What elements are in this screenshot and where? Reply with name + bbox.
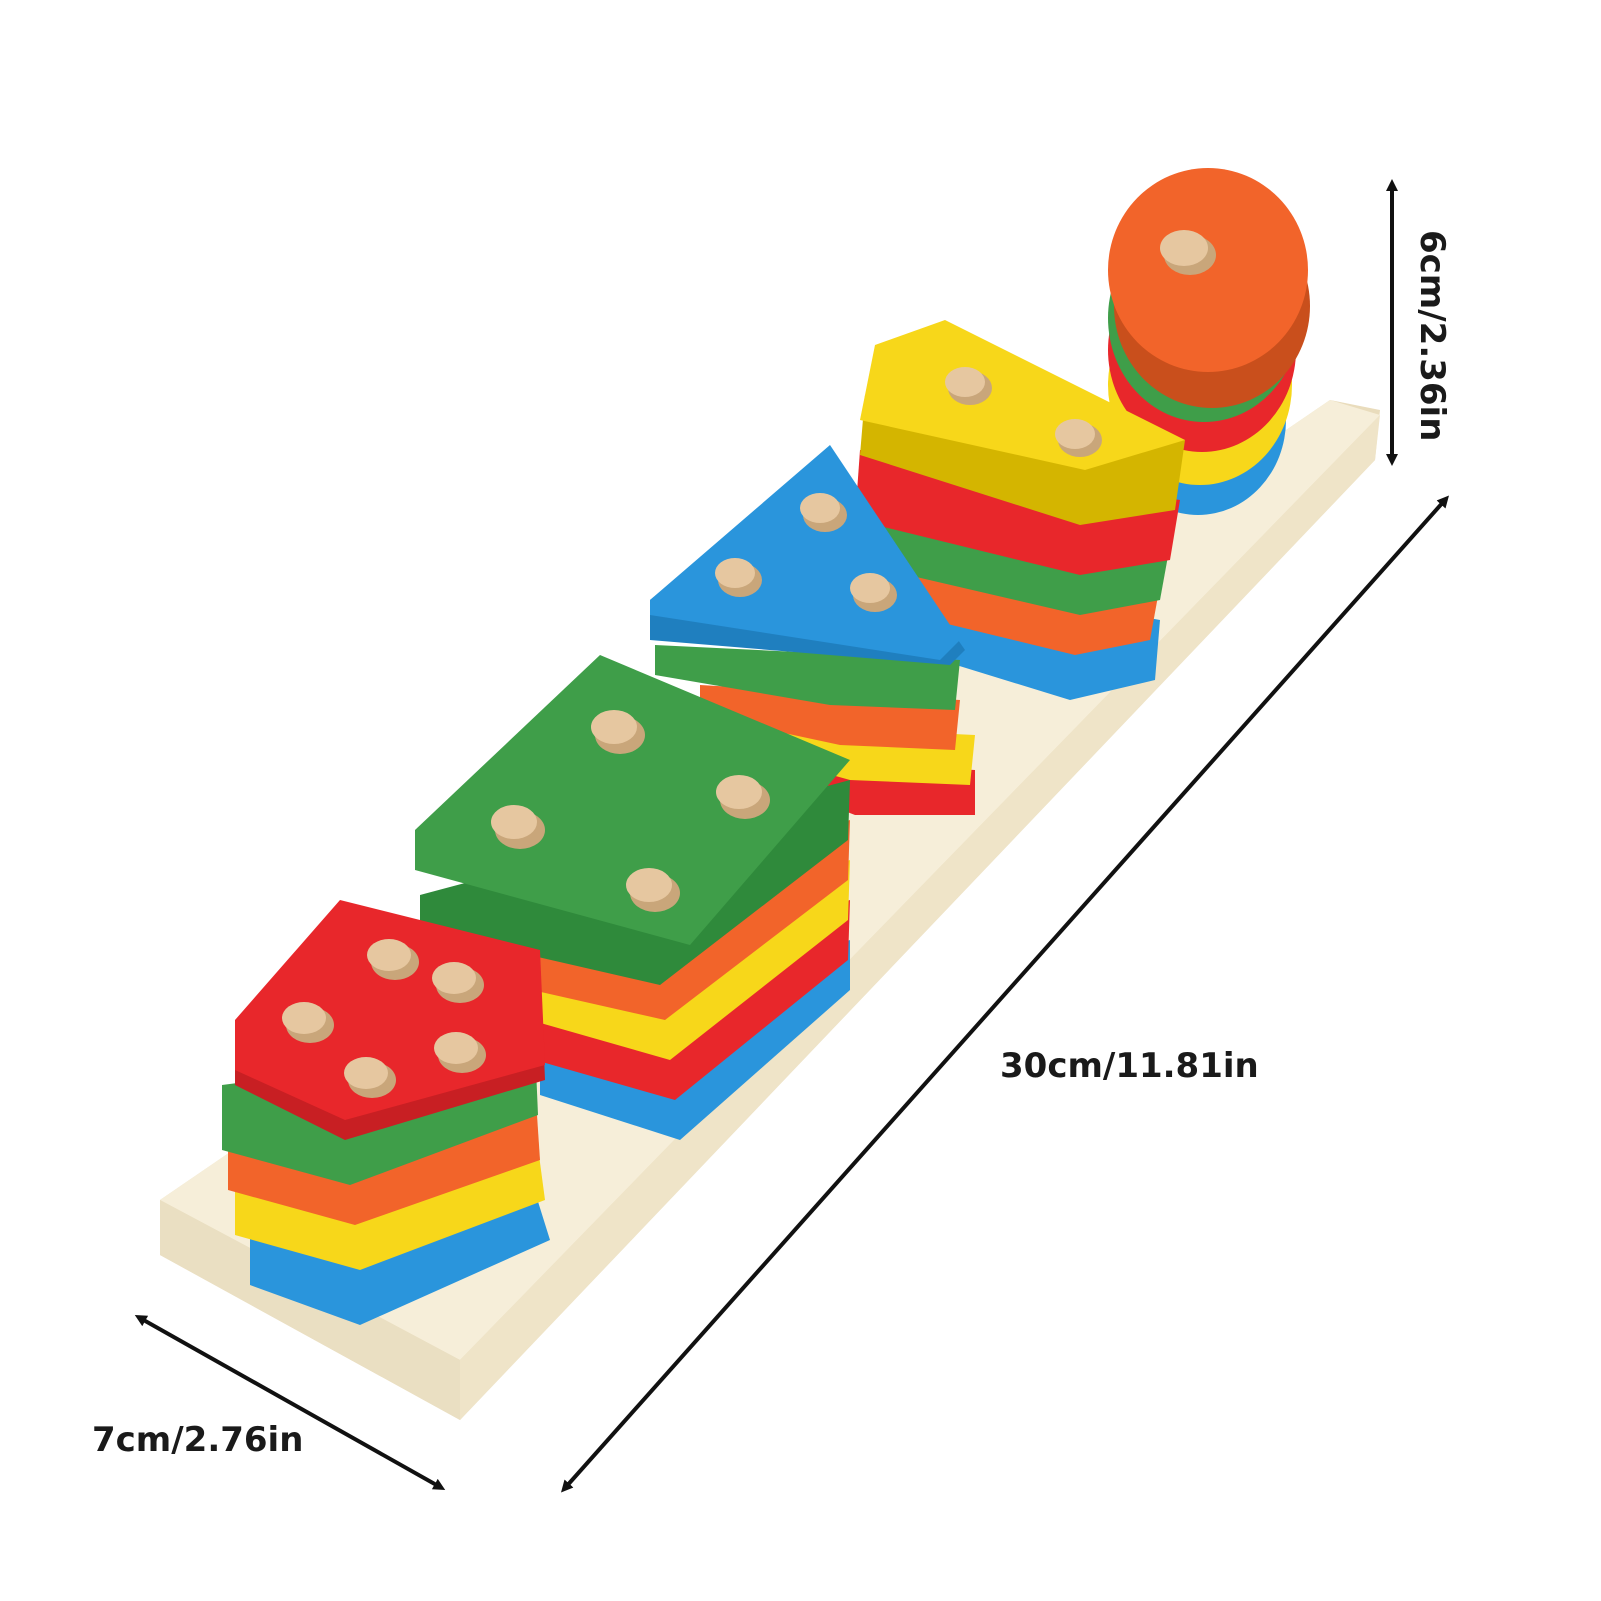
square-icon [415,655,850,945]
length-dimension-arrow [561,495,1449,1493]
peg [716,775,762,809]
circle-icon [1108,168,1308,372]
peg [434,1032,478,1064]
triangle-stack [650,445,975,815]
peg [344,1057,388,1089]
peg [1160,230,1216,275]
square-stack [415,655,850,1140]
peg [715,558,755,588]
peg [432,962,476,994]
peg [626,868,672,902]
peg [850,573,890,603]
length-label: 30cm/11.81in [1000,1046,1259,1086]
peg [591,710,637,744]
pentagon-stack [222,900,550,1325]
peg [800,493,840,523]
height-label: 6cm/2.36in [1412,230,1452,442]
width-label: 7cm/2.76in [92,1420,304,1460]
peg [367,939,411,971]
rectangle-icon [860,320,1185,470]
peg [282,1002,326,1034]
peg [491,805,537,839]
peg [945,367,985,397]
rectangle-stack [855,320,1185,700]
width-dimension-arrow [134,1315,446,1490]
peg [1055,419,1095,449]
